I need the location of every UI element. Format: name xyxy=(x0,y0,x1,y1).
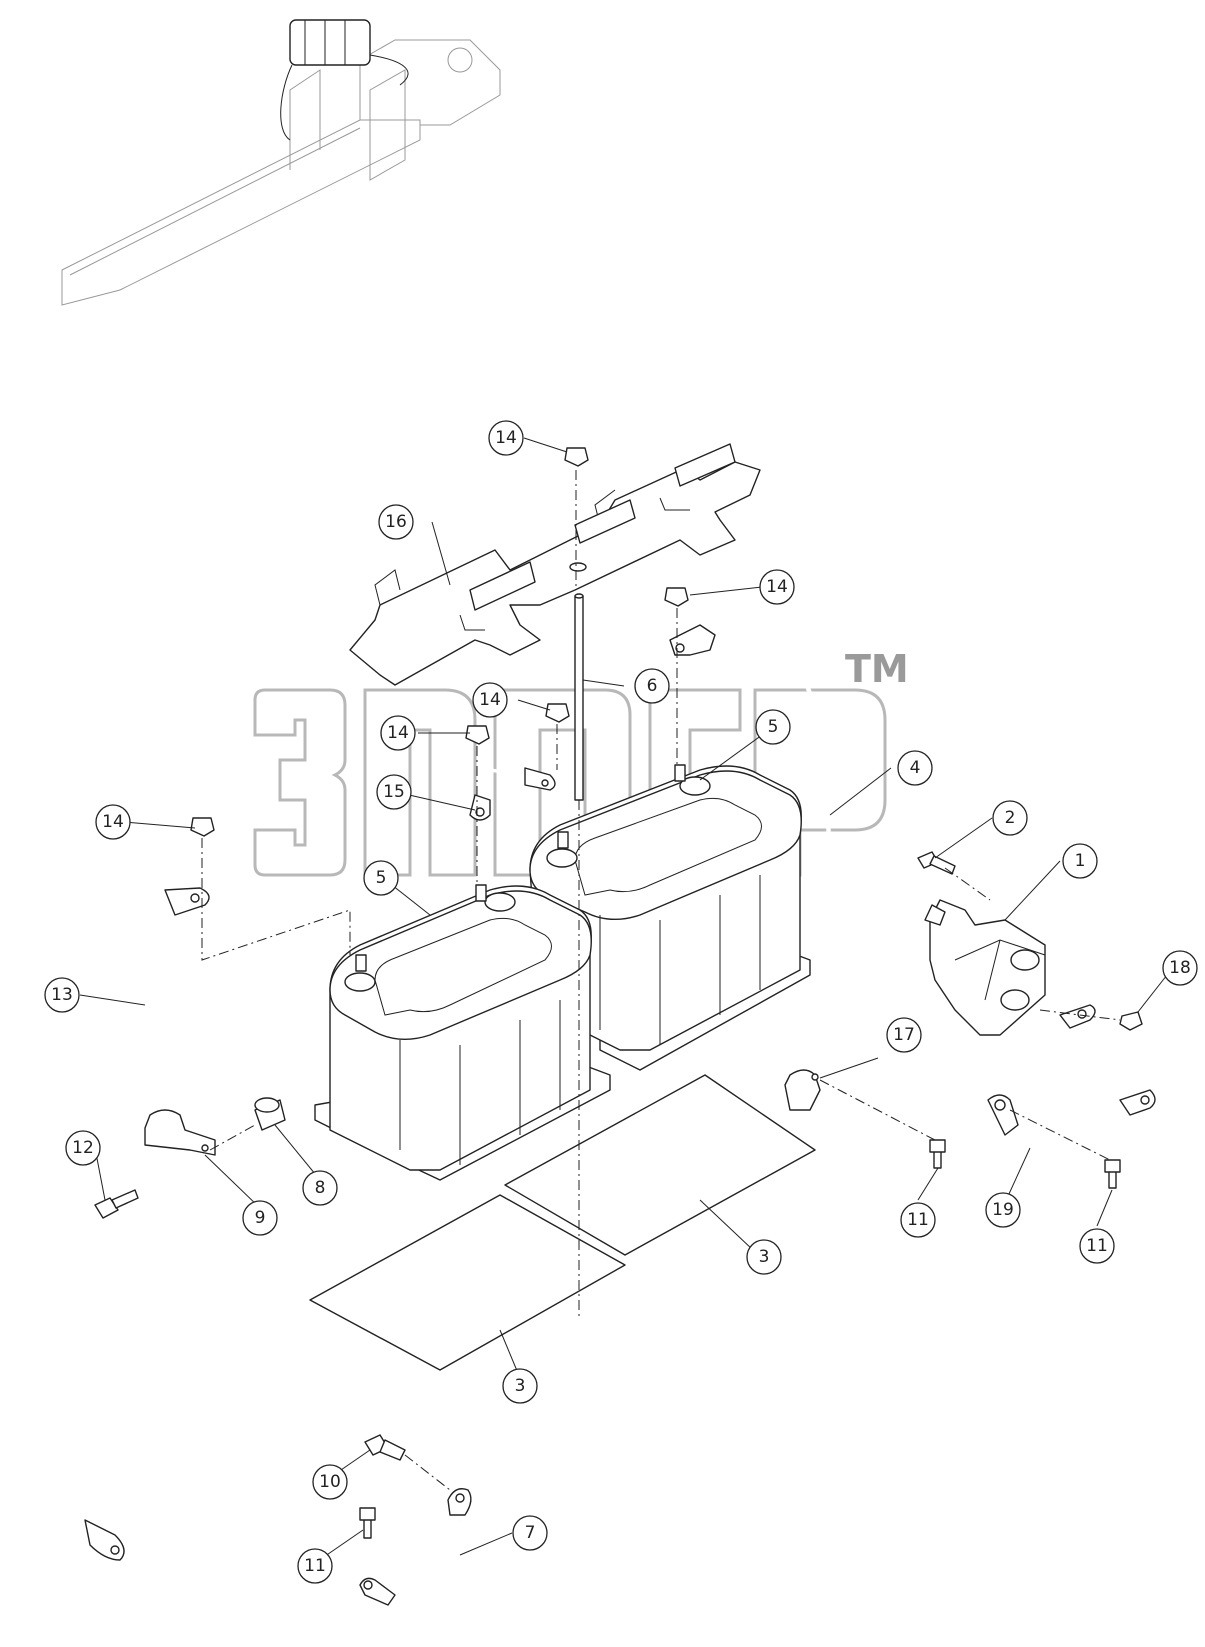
callout-8: 9 xyxy=(242,1200,278,1236)
svg-text:19: 19 xyxy=(992,1200,1014,1220)
svg-text:17: 17 xyxy=(893,1025,915,1045)
svg-text:16: 16 xyxy=(385,512,407,532)
svg-text:3: 3 xyxy=(759,1247,770,1267)
svg-text:14: 14 xyxy=(495,428,517,448)
disconnect-switch xyxy=(924,899,1046,1036)
svg-text:3: 3 xyxy=(515,1376,526,1396)
callout-1: 1 xyxy=(1062,843,1098,879)
callout-7: 8 xyxy=(302,1170,338,1206)
svg-text:4: 4 xyxy=(910,758,921,778)
svg-text:13: 13 xyxy=(51,985,73,1005)
svg-text:14: 14 xyxy=(479,690,501,710)
trademark-mark: TM xyxy=(845,647,909,691)
callout-18: 18 xyxy=(1162,950,1198,986)
svg-text:5: 5 xyxy=(376,868,387,888)
bolt-12 xyxy=(94,1189,139,1219)
callout-14: 14 xyxy=(380,715,416,751)
svg-text:11: 11 xyxy=(304,1556,326,1576)
callout-12: 12 xyxy=(65,1130,101,1166)
callout-5: 5 xyxy=(363,860,399,896)
nut-18 xyxy=(1119,1011,1143,1031)
locator-inset xyxy=(61,19,501,306)
inset-battery-pack xyxy=(289,19,371,66)
callout-6: 6 xyxy=(634,668,670,704)
callout-19: 19 xyxy=(985,1192,1021,1228)
bolt-9 xyxy=(364,1434,406,1461)
callout-17: 17 xyxy=(886,1017,922,1053)
callout-14: 14 xyxy=(95,804,131,840)
callout-13: 13 xyxy=(44,977,80,1013)
hold-down-bracket xyxy=(349,443,761,686)
clamp-8 xyxy=(144,1109,216,1156)
callout-11: 11 xyxy=(900,1202,936,1238)
cable-4 xyxy=(669,624,833,1112)
svg-text:12: 12 xyxy=(72,1138,94,1158)
battery-left xyxy=(314,884,611,1181)
callout-14: 14 xyxy=(488,420,524,456)
callout-15: 15 xyxy=(376,774,412,810)
callout-5: 5 xyxy=(755,709,791,745)
callout-11: 11 xyxy=(297,1548,333,1584)
svg-text:5: 5 xyxy=(768,717,779,737)
callout-14: 14 xyxy=(472,682,508,718)
clamp-17 xyxy=(784,1069,821,1111)
svg-text:11: 11 xyxy=(907,1210,929,1230)
callout-4: 4 xyxy=(897,750,933,786)
svg-text:6: 6 xyxy=(647,676,658,696)
svg-text:18: 18 xyxy=(1169,958,1191,978)
callout-9: 10 xyxy=(312,1464,348,1500)
callout-10: 7 xyxy=(512,1515,548,1551)
alignment-lines xyxy=(201,470,1121,1491)
bolts-11 xyxy=(359,1139,1121,1539)
callout-3: 3 xyxy=(746,1239,782,1275)
battery-pads xyxy=(309,1074,816,1371)
svg-text:15: 15 xyxy=(383,782,405,802)
svg-text:14: 14 xyxy=(102,812,124,832)
svg-text:14: 14 xyxy=(387,723,409,743)
callout-16: 16 xyxy=(378,504,414,540)
svg-text:7: 7 xyxy=(525,1523,536,1543)
callout-11: 11 xyxy=(1079,1228,1115,1264)
svg-text:14: 14 xyxy=(766,577,788,597)
nuts-14 xyxy=(190,447,689,837)
bolt-2 xyxy=(917,851,956,875)
callout-2: 2 xyxy=(992,800,1028,836)
watermark: TM xyxy=(253,647,909,877)
svg-text:2: 2 xyxy=(1005,808,1016,828)
svg-text:10: 10 xyxy=(319,1472,341,1492)
cable-15 xyxy=(469,767,556,821)
svg-text:11: 11 xyxy=(1086,1236,1108,1256)
callout-3: 3 xyxy=(502,1368,538,1404)
svg-text:1: 1 xyxy=(1075,851,1086,871)
callout-14: 14 xyxy=(759,569,795,605)
hold-down-rod xyxy=(574,593,584,801)
svg-text:9: 9 xyxy=(255,1208,266,1228)
callouts: 14 16 14 6 14 14 5 4 15 2 1 5 14 13 18 1… xyxy=(44,420,1198,1584)
battery-right xyxy=(529,764,811,1071)
spacer-7 xyxy=(254,1097,286,1131)
svg-text:8: 8 xyxy=(315,1178,326,1198)
cable-10 xyxy=(359,1488,472,1606)
cable-13 xyxy=(84,887,210,1561)
